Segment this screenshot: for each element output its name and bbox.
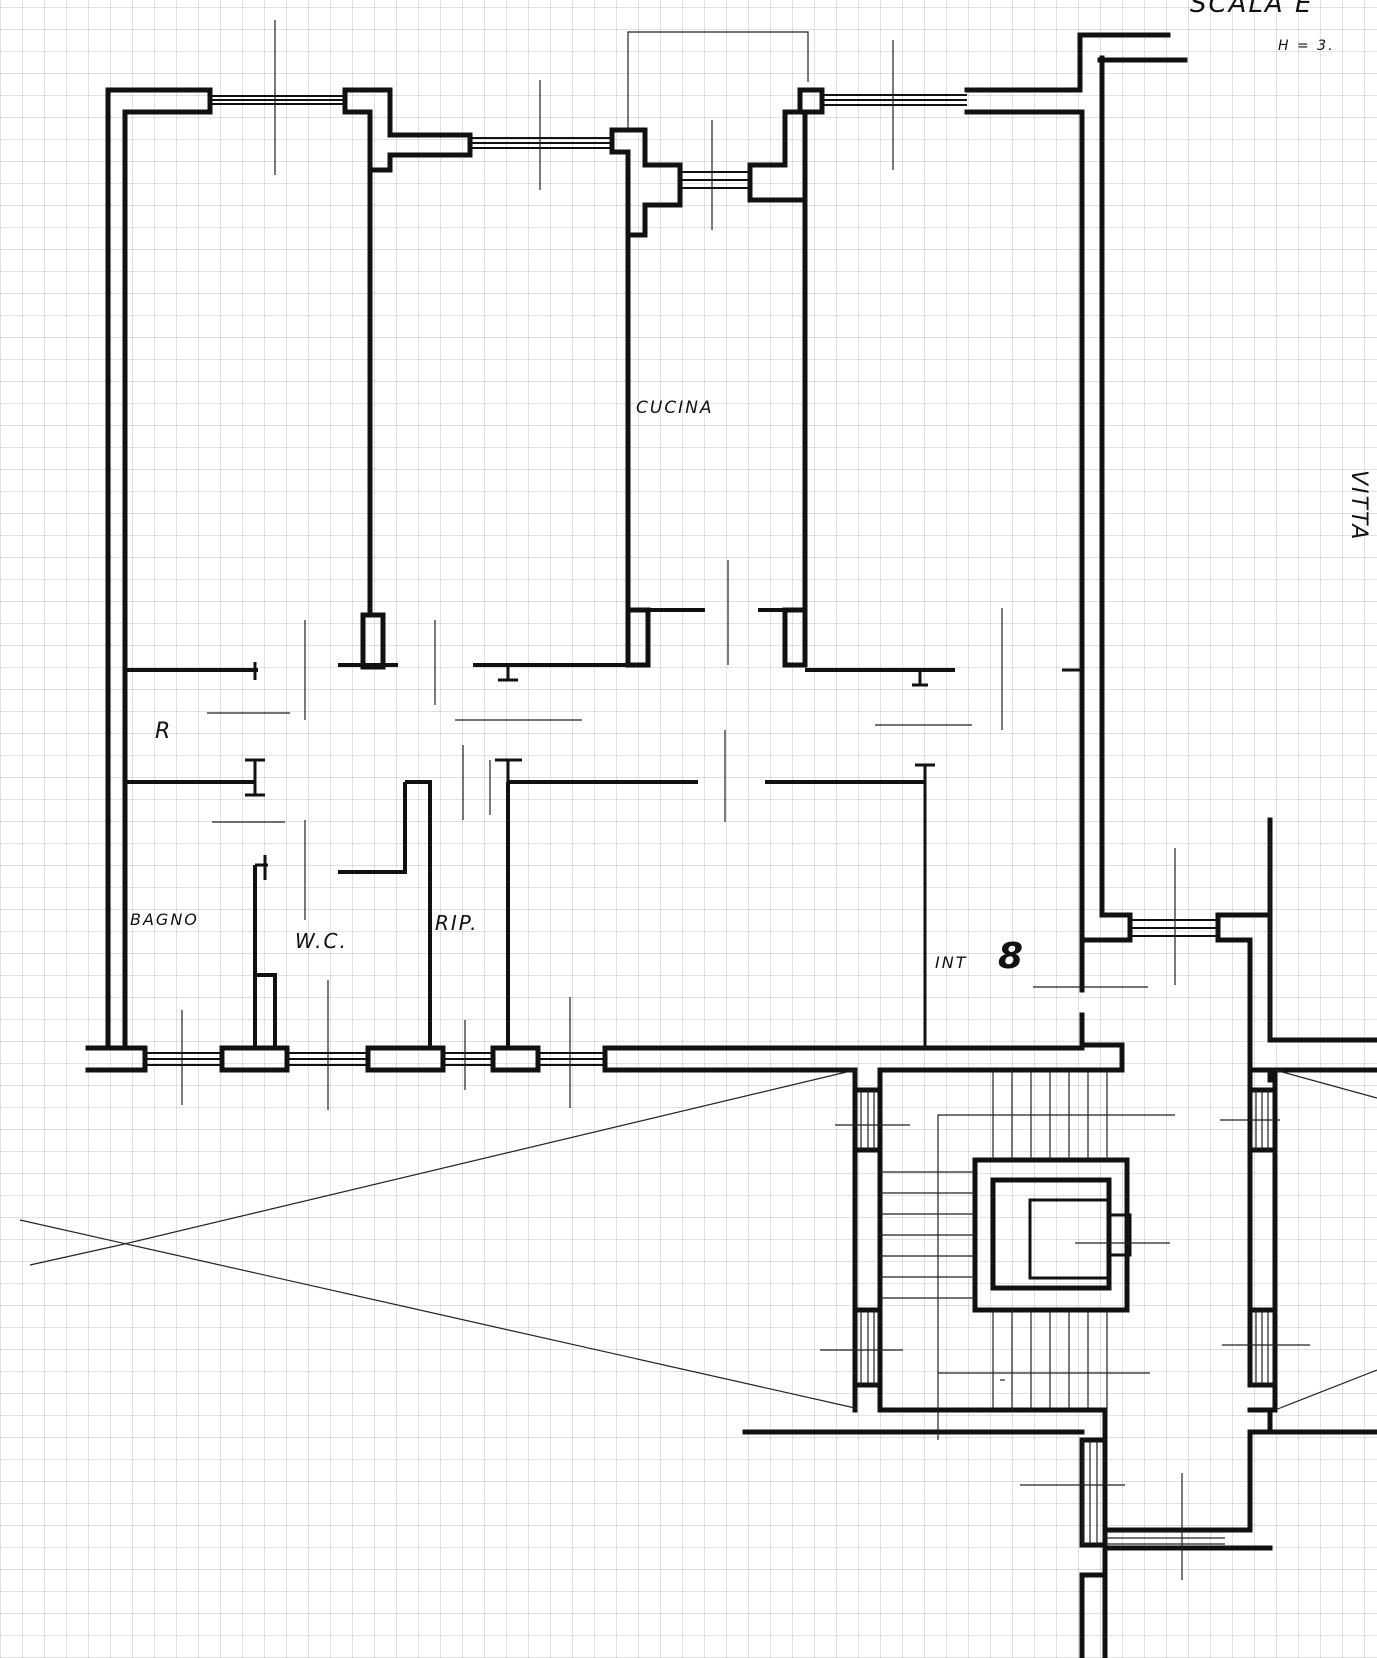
annotations: SCALA E H = 3. CUCINA R BAGNO W.C. RIP. … [130,0,1371,977]
room-label-bagno: BAGNO [130,910,199,929]
room-label-wc: W.C. [295,929,348,953]
apartment-number: 8 [998,936,1023,977]
staircase [742,1067,1377,1658]
room-label-r: R [155,719,172,744]
scale-label: SCALA E [1190,0,1313,19]
construction-lines [19,20,1377,1580]
entrance-walls [1079,817,1377,1083]
apartment-label-int: INT [935,953,967,972]
exterior-walls [105,31,1188,1051]
room-label-rip: RIP. [435,911,478,935]
south-wall [85,1017,1125,1073]
height-label: H = 3. [1278,38,1335,54]
interior-walls [125,167,1082,1048]
side-label: VITTA [1346,470,1371,541]
room-label-cucina: CUCINA [636,398,714,418]
